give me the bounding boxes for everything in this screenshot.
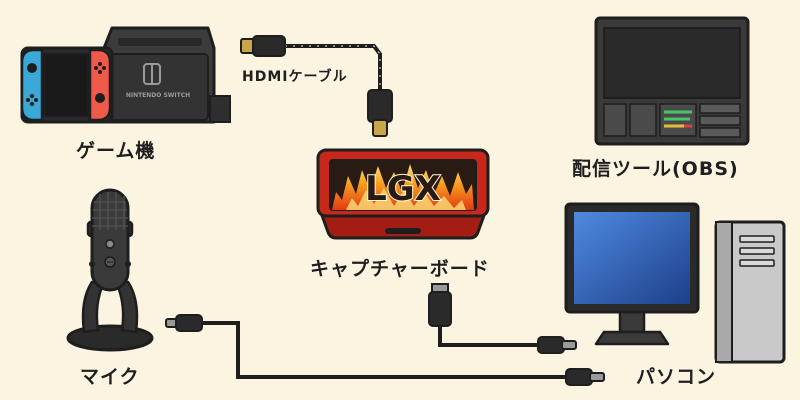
joycon-right-icon xyxy=(88,48,112,122)
hdmi-connector-icon xyxy=(367,89,393,137)
hdmi-cable-label: HDMIケーブル xyxy=(242,69,348,85)
usb-connector-icon xyxy=(165,314,203,332)
usb-cable-capture-to-pc xyxy=(428,283,577,354)
microphone-icon xyxy=(66,188,154,352)
game-console-label: ゲーム機 xyxy=(76,140,156,162)
pc-icon xyxy=(564,202,786,364)
capture-board-logo: LGX xyxy=(365,169,441,209)
streaming-software-label: 配信ツール(OBS) xyxy=(572,158,739,180)
microphone-label: マイク xyxy=(80,366,140,388)
usb-connector-icon xyxy=(565,368,605,386)
dock-brand-text: NINTENDO SWITCH xyxy=(126,92,190,99)
hdmi-connector-icon xyxy=(240,35,286,57)
console-screen xyxy=(43,53,89,117)
capture-board-label: キャプチャーボード xyxy=(310,258,490,280)
usb-connector-icon xyxy=(537,336,577,354)
usb-cable-mic-to-pc xyxy=(165,314,605,386)
pc-label: パソコン xyxy=(636,366,717,388)
usb-connector-icon xyxy=(428,283,452,327)
capture-board-icon: LGX xyxy=(316,148,490,240)
joycon-left-icon xyxy=(20,48,44,122)
game-console-icon: NINTENDO SWITCH xyxy=(20,26,231,124)
obs-window-icon xyxy=(594,16,750,146)
hdmi-cable xyxy=(240,35,393,137)
